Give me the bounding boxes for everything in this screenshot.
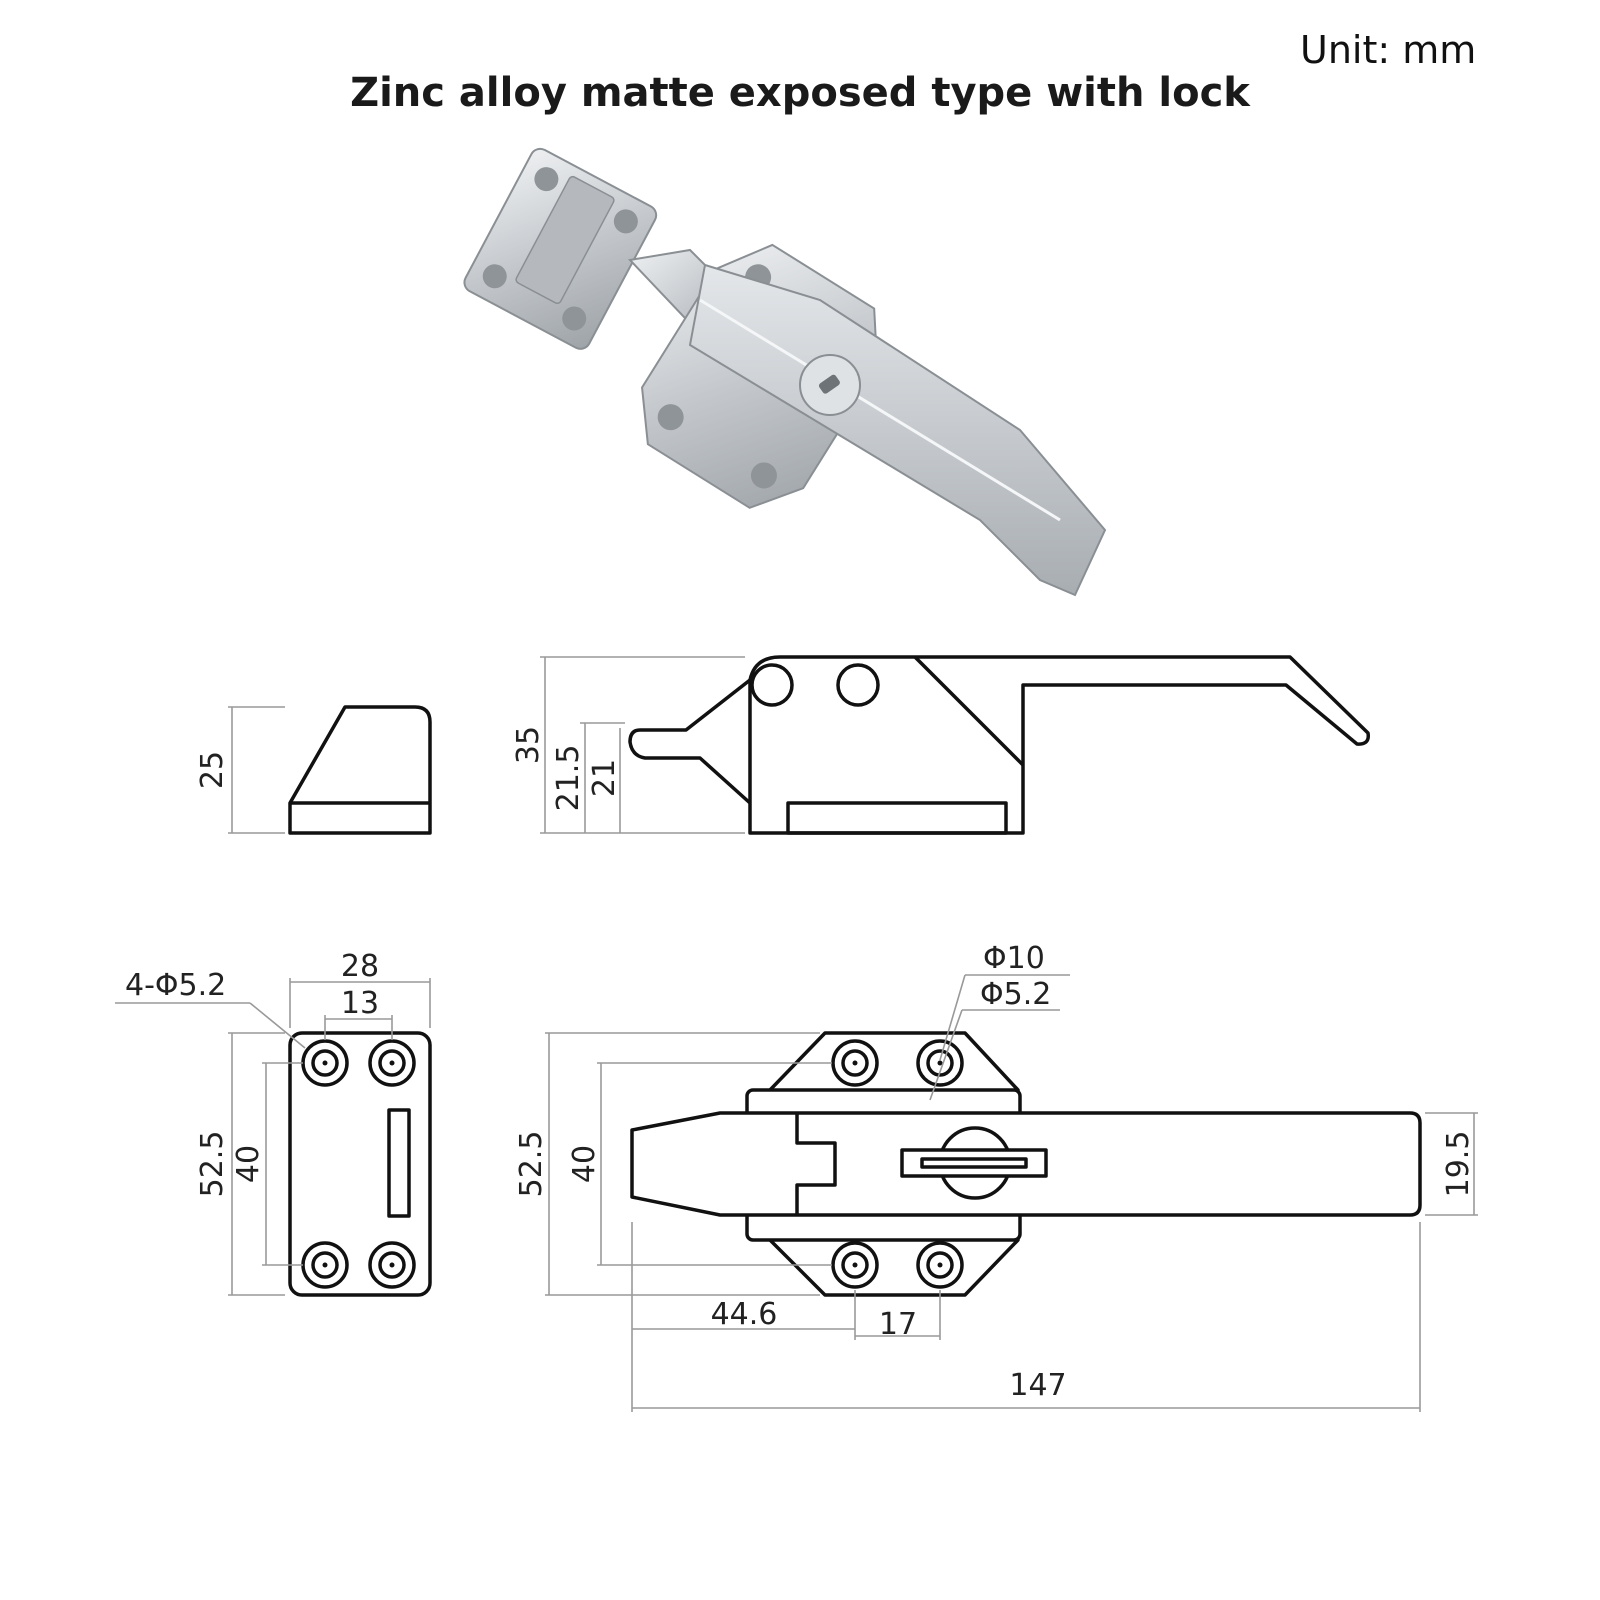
unit-label: Unit: mm — [1300, 28, 1477, 72]
catch-holes-label: 4-Φ5.2 — [125, 968, 226, 1003]
latch-top-view: Φ10 Φ5.2 52.5 40 19.5 44.6 17 147 — [514, 941, 1478, 1412]
latch-side-view: 35 21.5 21 — [511, 655, 1371, 835]
catch-height-label: 52.5 — [195, 1131, 230, 1198]
latch-height-label: 35 — [511, 726, 546, 764]
handle-width-label: 19.5 — [1441, 1131, 1476, 1198]
catch-height-label: 25 — [195, 751, 230, 789]
latch-hole — [916, 1241, 964, 1289]
base-height-label: 52.5 — [514, 1131, 549, 1198]
latch-hole — [831, 1039, 879, 1087]
offset-x-label: 44.6 — [711, 1297, 778, 1332]
hole-spacing-y-label: 40 — [567, 1145, 602, 1183]
total-length-label: 147 — [1009, 1368, 1066, 1403]
page-title: Zinc alloy matte exposed type with lock — [350, 70, 1250, 116]
catch-side-view: 25 — [195, 705, 432, 835]
product-render — [463, 147, 1107, 597]
latch-hole — [831, 1241, 879, 1289]
catch-hole — [301, 1039, 349, 1087]
catch-hole — [368, 1039, 416, 1087]
catch-plate-top-view: 4-Φ5.2 28 13 52.5 40 — [115, 949, 432, 1297]
hole-dia-label: Φ5.2 — [980, 977, 1051, 1012]
latch-hole — [916, 1039, 964, 1087]
catch-width-label: 28 — [341, 949, 379, 984]
catch-hole — [368, 1241, 416, 1289]
hole-spacing-x-label: 17 — [879, 1307, 917, 1342]
catch-hole-spacing-x-label: 13 — [341, 986, 379, 1021]
catch-hole — [301, 1241, 349, 1289]
lock-dia-label: Φ10 — [983, 941, 1045, 976]
hook-height-a-label: 21.5 — [551, 745, 586, 812]
hook-height-b-label: 21 — [587, 759, 622, 797]
catch-hole-spacing-y-label: 40 — [231, 1145, 266, 1183]
